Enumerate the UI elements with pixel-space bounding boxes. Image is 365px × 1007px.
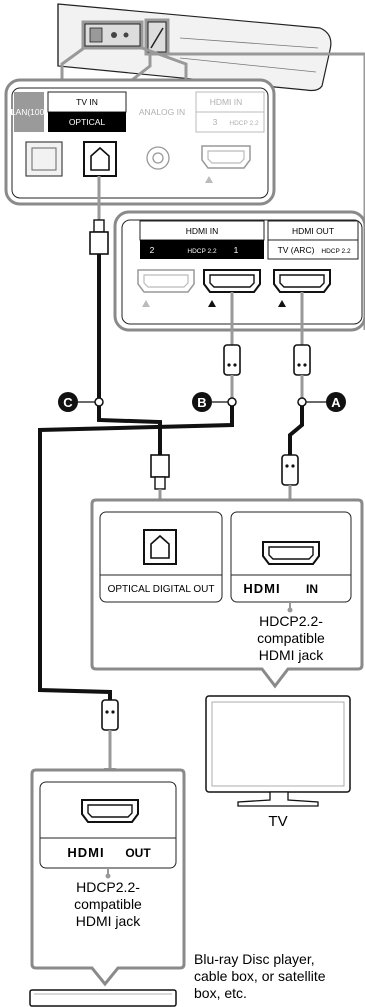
player-hdcp-caption-line1: HDCP2.2- [76, 879, 140, 895]
soundbar [57, 3, 332, 92]
tv-hdcp-caption-line3: HDMI jack [259, 647, 325, 663]
hdmi-in2-port [137, 269, 195, 307]
player-hdcp-caption-line2: compatible [74, 896, 142, 912]
optical-port [83, 141, 117, 177]
hdmi-out-arc-port [273, 269, 331, 307]
player-hdmi-out-port [81, 799, 139, 823]
tv-hdmi-in-port [262, 541, 320, 565]
hdmi-in1-port [203, 269, 261, 307]
hdmi-in3-number: 3 [213, 117, 218, 127]
hdmi-in1-number: 1 [234, 245, 239, 255]
tv-hdmi-in-label: IN [306, 582, 318, 596]
tv-hdmi-logo: HDMI [243, 581, 280, 596]
tv-hdcp-caption-line1: HDCP2.2- [259, 613, 323, 629]
hdmi-out-label: HDMI OUT [292, 226, 334, 236]
device-caption-line2: cable box, or satellite [194, 968, 326, 984]
analog-jack [146, 146, 170, 170]
optical-digital-out-label: OPTICAL DIGITAL OUT [108, 584, 215, 595]
player-device-illustration [29, 989, 177, 1007]
hdmi-in3-label: HDMI IN [210, 97, 243, 107]
hdmi-out-hdcp: HDCP 2.2 [321, 248, 351, 255]
callout-lines [60, 18, 365, 330]
tv-optical-out-port [143, 529, 177, 565]
hdmi-in3-hdcp: HDCP 2.2 [229, 120, 259, 127]
cable-a-label: A [331, 395, 341, 410]
tv-in-label: TV IN [76, 97, 98, 107]
hdmi-in2-number: 2 [150, 245, 155, 255]
tv-label: TV [268, 813, 287, 830]
tv-illustration: TV [205, 695, 351, 830]
tv-hdcp-caption-line2: compatible [257, 630, 325, 646]
player-hdcp-caption-line3: HDMI jack [76, 913, 142, 929]
cable-c: C [58, 176, 170, 532]
hdmi-in-hdcp: HDCP 2.2 [187, 248, 217, 255]
optical-label: OPTICAL [69, 117, 106, 127]
tv-arc-label: TV (ARC) [278, 245, 315, 255]
lan-port [25, 141, 63, 177]
device-caption-line3: box, etc. [194, 985, 247, 1001]
analog-in-label: ANALOG IN [139, 107, 185, 117]
player-connection-box: HDMI OUT HDCP2.2- compatible HDMI jack [30, 768, 186, 987]
player-hdmi-logo: HDMI [67, 845, 104, 860]
hdmi-in3-port [201, 145, 251, 183]
lan-label: LAN(100) [11, 107, 48, 117]
device-caption-line1: Blu-ray Disc player, [194, 951, 315, 967]
hdmi-in-label: HDMI IN [186, 226, 219, 236]
hdmi-panel: HDMI IN 2 HDCP 2.2 1 HDMI OUT TV (ARC) H… [113, 210, 365, 332]
tv-connection-box: OPTICAL DIGITAL OUT HDMI IN HDCP2.2- com… [90, 498, 364, 689]
player-hdmi-out-label: OUT [125, 846, 151, 860]
cable-b-label: B [197, 395, 206, 410]
cable-c-label: C [63, 395, 73, 410]
soundbar-rear-panel: LAN(100) TV IN OPTICAL ANALOG IN HDMI IN… [4, 78, 276, 206]
cable-b: B [38, 292, 241, 778]
